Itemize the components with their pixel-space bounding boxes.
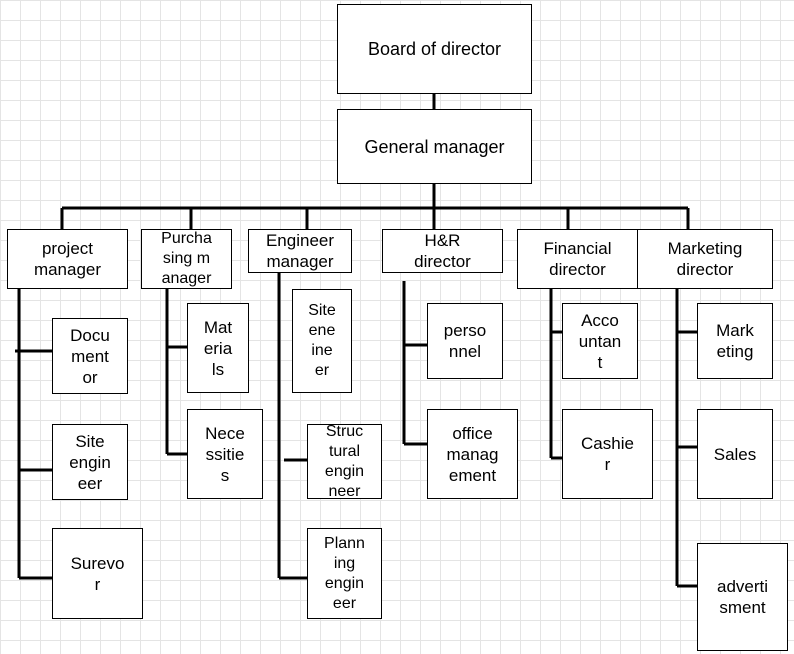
documentor-box: Docu ment or — [52, 318, 128, 394]
site-engineer-box: Site engin eer — [52, 424, 128, 500]
board-label: Board of director — [367, 39, 502, 59]
purchasing-manager-box: Purcha sing m anager — [141, 229, 232, 289]
site-engineer-eng-box: Site ene ine er — [292, 289, 352, 393]
marketing-director-label: Marketing director — [667, 239, 743, 279]
surveyor-box: Surevo r — [52, 528, 143, 619]
hr-director-box: H&R director — [382, 229, 503, 273]
necessities-label: Nece ssitie s — [205, 423, 245, 485]
sales-box: Sales — [697, 409, 773, 499]
hr-director-label: H&R director — [414, 231, 471, 271]
materials-box: Mat eria ls — [187, 303, 249, 393]
planning-engineer-box: Plann ing engin eer — [307, 528, 382, 619]
cashier-box: Cashie r — [562, 409, 653, 499]
engineer-manager-box: Engineer manager — [248, 229, 352, 273]
engineer-manager-label: Engineer manager — [265, 231, 335, 271]
general-manager-box: General manager — [337, 109, 532, 184]
accountant-box: Acco untan t — [562, 303, 638, 379]
project-manager-box: project manager — [7, 229, 128, 289]
structural-engineer-box: Struc tural engin neer — [307, 424, 382, 499]
office-management-label: office manag ement — [446, 423, 499, 485]
project-manager-label: project manager — [33, 239, 102, 279]
site-engineer-label: Site engin eer — [69, 431, 111, 493]
marketing-director-box: Marketing director — [637, 229, 773, 289]
site-engineer-eng-label: Site ene ine er — [308, 302, 336, 379]
surveyor-label: Surevo r — [70, 553, 125, 594]
materials-label: Mat eria ls — [203, 317, 233, 379]
structural-engineer-label: Struc tural engin neer — [324, 424, 365, 499]
purchasing-manager-label: Purcha sing m anager — [161, 230, 212, 287]
advertisement-label: adverti sment — [716, 577, 769, 617]
general-manager-label: General manager — [364, 136, 505, 157]
office-management-box: office manag ement — [427, 409, 518, 499]
documentor-label: Docu ment or — [70, 325, 110, 387]
accountant-label: Acco untan t — [578, 310, 622, 372]
planning-engineer-label: Plann ing engin eer — [324, 534, 365, 612]
personnel-label: perso nnel — [443, 321, 487, 361]
marketing-box: Mark eting — [697, 303, 773, 379]
cashier-label: Cashie r — [581, 434, 634, 474]
financial-director-label: Financial director — [543, 239, 612, 279]
necessities-box: Nece ssitie s — [187, 409, 263, 499]
board-box: Board of director — [337, 4, 532, 94]
financial-director-box: Financial director — [517, 229, 638, 289]
personnel-box: perso nnel — [427, 303, 503, 379]
advertisement-box: adverti sment — [697, 543, 788, 651]
sales-label: Sales — [713, 444, 757, 464]
marketing-label: Mark eting — [716, 321, 754, 361]
